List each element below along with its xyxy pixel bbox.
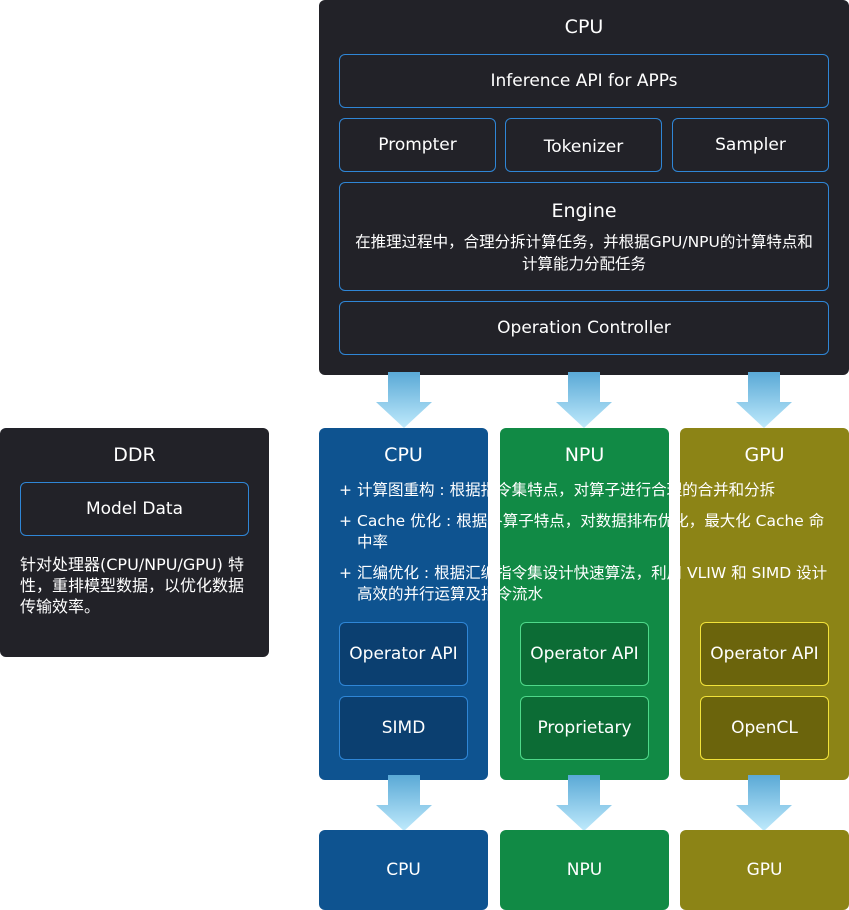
gpu-hardware-box: GPU <box>680 830 849 910</box>
bullet-text: 计算图重构 : 根据指令集特点，对算子进行合理的合并和分拆 <box>357 481 776 499</box>
gpu-backend-title: GPU <box>744 444 785 466</box>
ddr-panel: DDR Model Data 针对处理器(CPU/NPU/GPU) 特性，重排模… <box>0 428 269 657</box>
npu-operator-api-box: Operator API <box>520 622 649 686</box>
list-item: + 计算图重构 : 根据指令集特点，对算子进行合理的合并和分拆 <box>339 480 829 501</box>
prompter-box: Prompter <box>339 118 496 172</box>
ddr-title: DDR <box>113 444 156 466</box>
engine-description: 在推理过程中，合理分拆计算任务，并根据GPU/NPU的计算特点和计算能力分配任务 <box>355 233 813 273</box>
ddr-description: 针对处理器(CPU/NPU/GPU) 特性，重排模型数据，以优化数据传输效率。 <box>20 555 245 616</box>
cpu-backend-column: CPU Operator API SIMD <box>319 428 488 780</box>
cpu-backend-title: CPU <box>384 444 423 466</box>
operation-controller-box: Operation Controller <box>339 301 829 355</box>
gpu-backend-column: GPU Operator API OpenCL <box>680 428 849 780</box>
down-arrow-icon <box>736 775 792 831</box>
gpu-operator-api-box: Operator API <box>700 622 829 686</box>
down-arrow-icon <box>376 775 432 831</box>
list-item: + 汇编优化 : 根据汇编指令集设计快速算法，利用 VLIW 和 SIMD 设计… <box>339 563 829 605</box>
npu-hardware-box: NPU <box>500 830 669 910</box>
plus-icon: + <box>339 512 352 530</box>
cpu-stack-panel: CPU Inference API for APPs Prompter Toke… <box>319 0 849 375</box>
down-arrow-icon <box>736 372 792 428</box>
down-arrow-icon <box>376 372 432 428</box>
down-arrow-icon <box>556 775 612 831</box>
sampler-box: Sampler <box>672 118 829 172</box>
cpu-stack-title: CPU <box>564 16 604 38</box>
cpu-operator-api-box: Operator API <box>339 622 468 686</box>
down-arrow-icon <box>556 372 612 428</box>
tokenizer-box: Tokenizer <box>505 118 662 172</box>
bullet-text: Cache 优化 : 根据各算子特点，对数据排布优化，最大化 Cache 命中率 <box>357 512 825 551</box>
engine-box: Engine 在推理过程中，合理分拆计算任务，并根据GPU/NPU的计算特点和计… <box>339 182 829 291</box>
simd-box: SIMD <box>339 696 468 760</box>
npu-backend-title: NPU <box>564 444 605 466</box>
engine-title: Engine <box>551 200 617 222</box>
proprietary-box: Proprietary <box>520 696 649 760</box>
cpu-hardware-box: CPU <box>319 830 488 910</box>
opencl-box: OpenCL <box>700 696 829 760</box>
npu-backend-column: NPU Operator API Proprietary <box>500 428 669 780</box>
optimization-list: + 计算图重构 : 根据指令集特点，对算子进行合理的合并和分拆 + Cache … <box>339 480 829 615</box>
inference-api-box: Inference API for APPs <box>339 54 829 108</box>
plus-icon: + <box>339 564 352 582</box>
list-item: + Cache 优化 : 根据各算子特点，对数据排布优化，最大化 Cache 命… <box>339 511 829 553</box>
bullet-text: 汇编优化 : 根据汇编指令集设计快速算法，利用 VLIW 和 SIMD 设计高效… <box>357 564 828 603</box>
model-data-box: Model Data <box>20 482 249 536</box>
plus-icon: + <box>339 481 352 499</box>
